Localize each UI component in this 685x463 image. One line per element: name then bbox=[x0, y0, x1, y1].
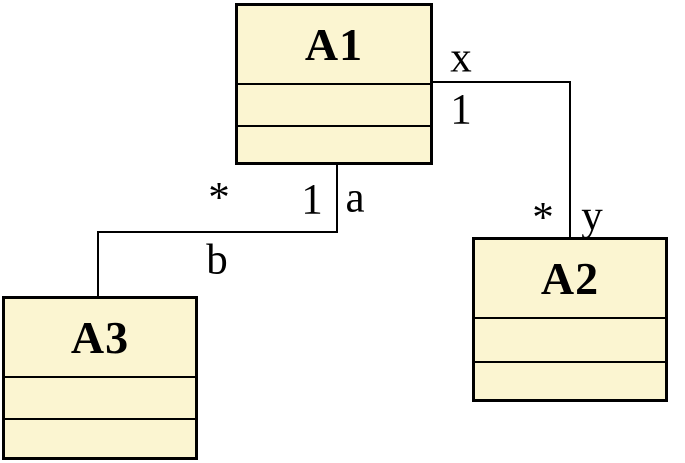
association-a1-a2-horizontal-segment bbox=[433, 81, 571, 83]
association-a1-a3-role-b-label: b bbox=[206, 236, 228, 284]
association-a1-a2-role-y-label: y bbox=[581, 192, 603, 240]
association-a1-a2-vertical-segment bbox=[569, 81, 571, 238]
class-a2-name: A2 bbox=[540, 252, 600, 304]
association-a1-a3-multiplicity-1-label: 1 bbox=[301, 176, 323, 224]
association-a1-a3-multiplicity-star-label: * bbox=[208, 174, 230, 222]
association-a1-a2-multiplicity-star-label: * bbox=[532, 194, 554, 242]
class-a3-attributes-compartment bbox=[5, 376, 195, 418]
class-a1-name: A1 bbox=[304, 18, 364, 70]
association-a1-a3-segment-from-a1 bbox=[336, 165, 338, 233]
class-a1-attributes-compartment bbox=[238, 83, 430, 125]
class-box-a2: A2 bbox=[472, 237, 668, 402]
association-a1-a2-multiplicity-1-label: 1 bbox=[450, 86, 472, 134]
class-a2-attributes-compartment bbox=[475, 317, 665, 361]
association-a1-a3-segment-to-a3 bbox=[97, 231, 99, 297]
class-box-a3: A3 bbox=[2, 296, 198, 460]
class-a2-operations-compartment bbox=[475, 361, 665, 399]
association-a1-a2-role-x-label: x bbox=[450, 34, 472, 82]
association-a1-a3-horizontal-segment bbox=[97, 231, 338, 233]
class-a3-name: A3 bbox=[70, 311, 130, 363]
class-box-a1: A1 bbox=[235, 3, 433, 165]
class-a3-operations-compartment bbox=[5, 418, 195, 457]
class-a1-operations-compartment bbox=[238, 125, 430, 162]
association-a1-a3-role-a-label: a bbox=[345, 174, 365, 222]
